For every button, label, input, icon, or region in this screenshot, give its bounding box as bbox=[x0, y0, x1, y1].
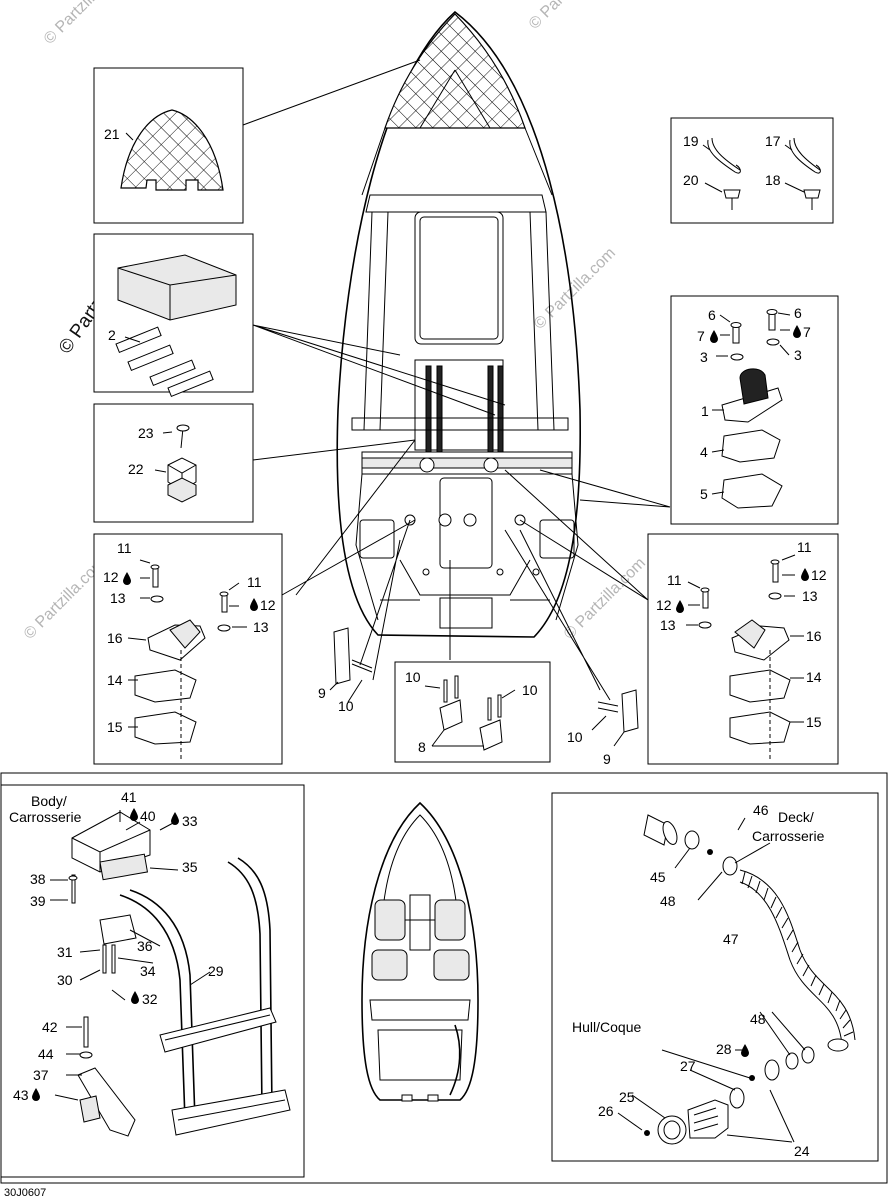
panel-front-mesh-pad: 21 bbox=[93, 67, 244, 224]
watermark-text: © Partzilla.com bbox=[41, 0, 129, 48]
part-label-41[interactable]: 41 bbox=[121, 789, 137, 805]
part-label-7[interactable]: 7 bbox=[697, 328, 705, 344]
part-label-12-left[interactable]: 12 bbox=[656, 597, 672, 613]
part-label-13-right[interactable]: 13 bbox=[253, 619, 269, 635]
part-label-44[interactable]: 44 bbox=[38, 1046, 54, 1062]
panel-right-cleat: 11 12 13 11 12 13 16 14 15 bbox=[647, 533, 839, 765]
part-label-39[interactable]: 39 bbox=[30, 893, 46, 909]
hull-top-view bbox=[336, 10, 582, 638]
part-label-15[interactable]: 15 bbox=[107, 719, 123, 735]
boat-overview bbox=[361, 801, 479, 1102]
part-label-26[interactable]: 26 bbox=[598, 1103, 614, 1119]
part-label-20[interactable]: 20 bbox=[683, 172, 699, 188]
label-body-carrosserie-1: Body/ bbox=[31, 793, 67, 809]
watermark-text: © Partzilla.com bbox=[561, 555, 649, 643]
watermark-text: © Partzilla.com bbox=[531, 245, 619, 333]
panel-holders: 10 10 8 bbox=[394, 661, 551, 763]
loose-brackets: 9 10 10 9 bbox=[318, 627, 639, 767]
part-label-11-left[interactable]: 11 bbox=[667, 572, 682, 588]
part-label-22[interactable]: 22 bbox=[128, 461, 144, 477]
part-label-2[interactable]: 2 bbox=[108, 327, 116, 343]
part-label-14[interactable]: 14 bbox=[107, 672, 123, 688]
part-label-35[interactable]: 35 bbox=[182, 859, 198, 875]
panel-ties-screws: 19 17 20 18 bbox=[670, 117, 834, 224]
part-label-38[interactable]: 38 bbox=[30, 871, 46, 887]
part-label-32[interactable]: 32 bbox=[142, 991, 158, 1007]
panel-left-cleat: 11 12 13 11 12 13 16 14 15 bbox=[93, 533, 283, 765]
panel-ladder: Body/ Carrosserie 41 40 33 35 38 39 36 3… bbox=[0, 784, 305, 1178]
part-label-9-right[interactable]: 9 bbox=[603, 751, 611, 767]
part-label-24[interactable]: 24 bbox=[794, 1143, 810, 1159]
part-label-7-right[interactable]: 7 bbox=[803, 324, 811, 340]
part-label-16[interactable]: 16 bbox=[806, 628, 822, 644]
part-label-6-right[interactable]: 6 bbox=[794, 305, 802, 321]
part-label-45[interactable]: 45 bbox=[650, 869, 666, 885]
part-label-48[interactable]: 48 bbox=[660, 893, 676, 909]
panel-bumper: 23 22 bbox=[93, 403, 254, 523]
panel-foam-strips: 2 bbox=[93, 233, 254, 397]
part-label-19[interactable]: 19 bbox=[683, 133, 699, 149]
part-label-40[interactable]: 40 bbox=[140, 808, 156, 824]
part-label-27[interactable]: 27 bbox=[680, 1058, 696, 1074]
part-label-3-right[interactable]: 3 bbox=[794, 347, 802, 363]
part-label-1[interactable]: 1 bbox=[701, 403, 709, 419]
part-label-4[interactable]: 4 bbox=[700, 444, 708, 460]
part-label-10-right[interactable]: 10 bbox=[522, 682, 538, 698]
part-label-12-right[interactable]: 12 bbox=[260, 597, 276, 613]
part-label-18[interactable]: 18 bbox=[765, 172, 781, 188]
part-label-16[interactable]: 16 bbox=[107, 630, 123, 646]
part-label-10[interactable]: 10 bbox=[405, 669, 421, 685]
label-hull-coque: Hull/Coque bbox=[572, 1019, 641, 1035]
label-body-carrosserie-2: Carrosserie bbox=[9, 809, 82, 825]
part-label-15[interactable]: 15 bbox=[806, 714, 822, 730]
part-label-30[interactable]: 30 bbox=[57, 972, 73, 988]
part-label-10[interactable]: 10 bbox=[338, 698, 354, 714]
part-label-42[interactable]: 42 bbox=[42, 1019, 58, 1035]
part-label-17[interactable]: 17 bbox=[765, 133, 781, 149]
diagram-reference-code: 30J0607 bbox=[4, 1187, 46, 1199]
part-label-8[interactable]: 8 bbox=[418, 739, 426, 755]
part-label-11[interactable]: 11 bbox=[797, 539, 812, 555]
part-label-36[interactable]: 36 bbox=[137, 938, 153, 954]
part-label-12[interactable]: 12 bbox=[103, 569, 119, 585]
panel-drain-hose: 46 Deck/ Carrosserie 45 48 47 Hull/Coque… bbox=[551, 792, 879, 1162]
part-label-11[interactable]: 11 bbox=[117, 540, 132, 556]
part-label-5[interactable]: 5 bbox=[700, 486, 708, 502]
part-label-21[interactable]: 21 bbox=[104, 126, 120, 142]
part-label-47[interactable]: 47 bbox=[723, 931, 739, 947]
part-label-6[interactable]: 6 bbox=[708, 307, 716, 323]
part-label-48-lower[interactable]: 48 bbox=[750, 1011, 766, 1027]
part-label-23[interactable]: 23 bbox=[138, 425, 154, 441]
part-label-33[interactable]: 33 bbox=[182, 813, 198, 829]
part-label-31[interactable]: 31 bbox=[57, 944, 73, 960]
label-deck-carrosserie-1: Deck/ bbox=[778, 809, 814, 825]
panel-bow-bracket: 6 7 3 6 7 3 1 4 5 bbox=[670, 295, 839, 525]
part-label-29[interactable]: 29 bbox=[208, 963, 224, 979]
part-label-12[interactable]: 12 bbox=[811, 567, 827, 583]
part-label-46[interactable]: 46 bbox=[753, 802, 769, 818]
part-label-11-right[interactable]: 11 bbox=[247, 574, 262, 590]
part-label-43[interactable]: 43 bbox=[13, 1087, 29, 1103]
label-deck-carrosserie-2: Carrosserie bbox=[752, 828, 825, 844]
part-label-13[interactable]: 13 bbox=[110, 590, 126, 606]
part-label-13[interactable]: 13 bbox=[802, 588, 818, 604]
part-label-25[interactable]: 25 bbox=[619, 1089, 635, 1105]
part-label-34[interactable]: 34 bbox=[140, 963, 156, 979]
part-label-37[interactable]: 37 bbox=[33, 1067, 49, 1083]
watermark-text: © Partzilla.com bbox=[526, 0, 614, 33]
part-label-13-left[interactable]: 13 bbox=[660, 617, 676, 633]
part-label-14[interactable]: 14 bbox=[806, 669, 822, 685]
part-label-10-right[interactable]: 10 bbox=[567, 729, 583, 745]
part-label-28[interactable]: 28 bbox=[716, 1041, 732, 1057]
part-label-3[interactable]: 3 bbox=[700, 349, 708, 365]
part-label-9[interactable]: 9 bbox=[318, 685, 326, 701]
